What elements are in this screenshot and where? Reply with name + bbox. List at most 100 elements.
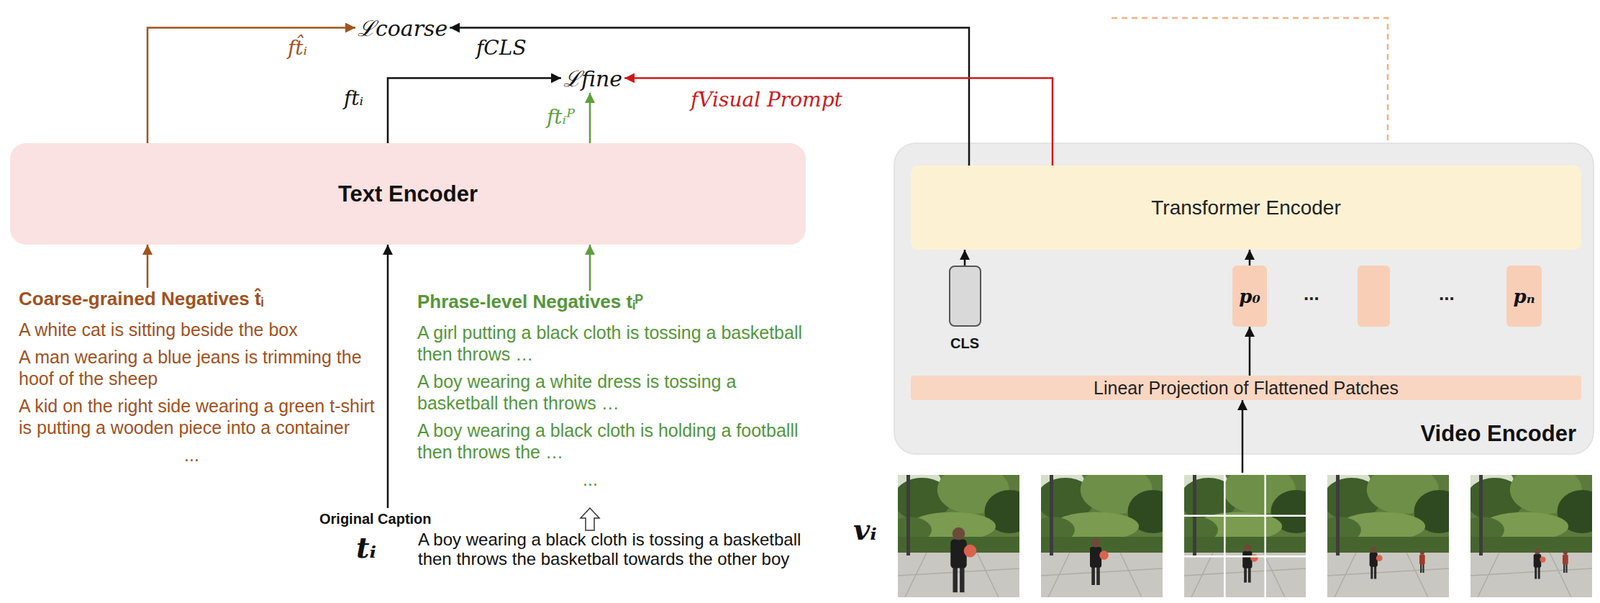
decor-rect: [1335, 474, 1340, 556]
decor-rect: [1562, 554, 1569, 565]
video-frame: [897, 474, 1020, 598]
decor-circle: [1091, 538, 1101, 548]
negative-list: Coarse-grained Negatives t̂ᵢ A white cat …: [18, 287, 383, 466]
negative-caption: A boy wearing a black cloth is holding a…: [417, 419, 821, 463]
arrow-connector: [387, 78, 562, 144]
video-frame: [1041, 474, 1163, 598]
decor-rect: [1089, 546, 1102, 568]
caption-block: Original CaptiontᵢA boy wearing a black …: [316, 507, 821, 570]
decor-rect: [959, 566, 965, 593]
video-encoder-panel: Video EncoderTransformer EncoderCLSp₀pₙL…: [894, 143, 1594, 454]
node-text: p₀: [1238, 285, 1261, 308]
ellipsis: ...: [417, 468, 821, 490]
decor-line: [1223, 474, 1226, 598]
decor-line: [1184, 514, 1306, 517]
arrow-connector: [589, 244, 592, 291]
node-text: Linear Projection of Flattened Patches: [1093, 377, 1399, 399]
decor-rect: [1327, 552, 1449, 598]
arrow-connector: [1248, 249, 1252, 266]
decor-circle: [1534, 548, 1541, 554]
transformer-box: Transformer Encoder: [910, 165, 1582, 250]
patch-token: p₀: [1232, 265, 1267, 327]
caption-heading: Original Caption: [316, 510, 821, 528]
patch-token: pₙ: [1506, 265, 1542, 327]
decor-rect: [906, 474, 911, 556]
arrow-connector: [146, 244, 149, 288]
decor-rect: [1479, 474, 1483, 556]
hollow-arrow: [580, 507, 600, 531]
video-frames: [888, 464, 1600, 598]
decor-rect: [1422, 564, 1424, 573]
loss-label: ℒcoarse: [355, 12, 450, 43]
patch-token: [1357, 265, 1390, 327]
node-text: CLS: [950, 335, 980, 352]
decor-rect: [1563, 564, 1565, 573]
decor-circle: [1376, 554, 1383, 562]
decor-rect: [1420, 564, 1422, 573]
encoder-panel-ground: [894, 143, 1594, 454]
input-arrow: [1241, 400, 1244, 473]
ellipsis: ...: [18, 443, 383, 466]
decor-line: [1264, 474, 1267, 598]
node-text: Text Encoder: [338, 181, 478, 208]
list-heading: Coarse-grained Negatives t̂ᵢ: [18, 287, 383, 311]
decor-rect: [1470, 552, 1593, 598]
negative-caption: A boy wearing a white dress is tossing a…: [417, 370, 821, 414]
decor-circle: [1539, 556, 1546, 562]
decor-rect: [1369, 552, 1378, 567]
feature-label: fCLS: [476, 35, 527, 60]
decor-path: [1470, 552, 1593, 598]
decor-rect: [1419, 554, 1426, 565]
negative-caption: A white cat is sitting beside the box: [18, 318, 383, 341]
decor-rect: [950, 539, 967, 569]
negative-caption: A man wearing a blue jeans is trimming t…: [18, 346, 383, 390]
decor-rect: [1533, 553, 1542, 568]
arrow-connector: [964, 249, 967, 266]
feature-label: ftᵢᴾ: [546, 105, 575, 129]
decor-circle: [964, 544, 977, 558]
decor-path: [1041, 552, 1163, 598]
feature-label: fVisual Prompt: [690, 87, 843, 112]
feature-label: ftᵢ: [343, 86, 364, 111]
decor-rect: [1242, 551, 1252, 569]
decor-rect: [1091, 566, 1095, 585]
decor-path: [1327, 552, 1449, 598]
arrow-connector: [387, 244, 390, 508]
decor-rect: [1370, 566, 1373, 580]
decor-rect: [1243, 567, 1247, 583]
negative-caption: A girl putting a black cloth is tossing …: [417, 321, 821, 365]
decor-rect: [1096, 566, 1100, 585]
decor-rect: [1538, 566, 1541, 580]
projection-bar: Linear Projection of Flattened Patches: [910, 375, 1582, 400]
decor-rect: [953, 566, 958, 593]
node-text: pₙ: [1512, 285, 1535, 308]
caption-text: A boy wearing a black cloth is tossing a…: [417, 530, 821, 570]
loss-label: ℒfine: [561, 63, 625, 93]
video-frame: [1184, 474, 1306, 598]
video-frame: [1327, 474, 1449, 598]
arrow-connector: [589, 92, 592, 144]
video-symbol: vᵢ: [853, 512, 877, 547]
decor-rect: [1248, 567, 1252, 583]
node-text: ℒfine: [563, 63, 623, 93]
arrow-connector: [147, 28, 356, 144]
negative-caption: A kid on the right side wearing a green …: [18, 394, 383, 439]
decor-rect: [1534, 566, 1537, 580]
list-heading: Phrase-level Negatives tᵢᴾ: [417, 290, 821, 313]
node-text: ℒcoarse: [357, 12, 448, 43]
decor-circle: [1370, 546, 1377, 553]
negative-list: Phrase-level Negatives tᵢᴾ A girl putting…: [417, 290, 821, 490]
video-frame: [1470, 474, 1593, 598]
decor-rect: [1565, 564, 1567, 573]
decor-circle: [1420, 550, 1425, 555]
decor-line: [1184, 555, 1306, 558]
decor-rect: [1041, 552, 1163, 598]
decor-rect: [1374, 566, 1377, 580]
decor-rect: [1470, 536, 1593, 554]
decor-circle: [952, 527, 966, 541]
decor-circle: [1099, 550, 1109, 560]
ellipsis: ...: [1303, 282, 1320, 306]
decor-circle: [1563, 550, 1568, 555]
